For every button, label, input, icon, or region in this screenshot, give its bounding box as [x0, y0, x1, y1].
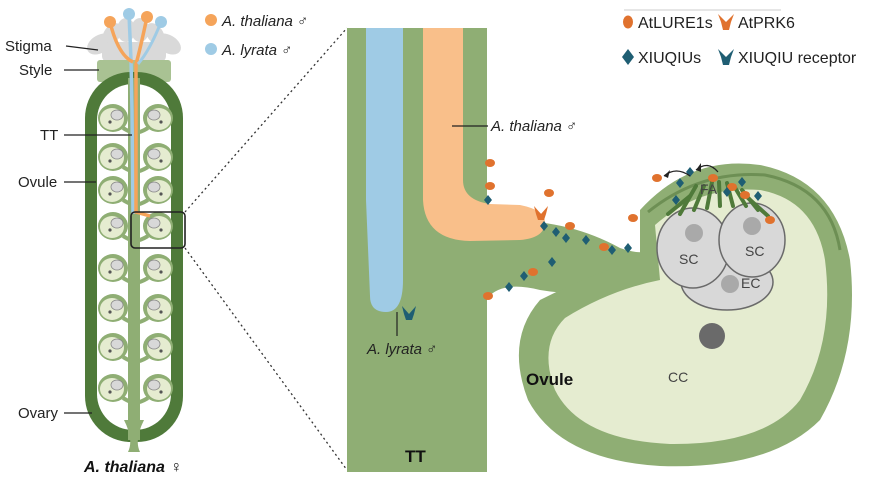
zoom-panel: A. thaliana ♂ A. lyrata ♂ TT Ovule FA SC… — [347, 28, 852, 472]
pistil-ovule — [98, 143, 136, 174]
pistil-ovule — [133, 254, 173, 285]
xiuqiu-peptide — [676, 178, 684, 188]
thaliana-tube-zoom — [423, 28, 545, 241]
thaliana-pollen-grain — [141, 11, 153, 23]
pistil-ovule — [133, 294, 173, 325]
ovary-label: Ovary — [18, 405, 59, 422]
pistil-ovule — [98, 254, 136, 285]
xiuqiu-peptide — [505, 282, 513, 292]
pistil-ovule — [133, 104, 173, 135]
xiuqiu-peptide — [520, 271, 528, 281]
pistil-ovule — [133, 333, 173, 364]
sc-label-left: SC — [679, 251, 698, 267]
style-label: Style — [19, 62, 52, 79]
lure-peptide — [565, 222, 575, 230]
thaliana-tube-label: A. thaliana ♂ — [490, 118, 577, 135]
pistil-ovule — [98, 374, 136, 405]
lyrata-tube-label: A. lyrata ♂ — [366, 341, 437, 358]
xiuqiu-peptide — [754, 191, 762, 201]
pistil-ovule — [98, 294, 136, 325]
xiuqiu-receptor — [402, 306, 416, 320]
sc-nucleus — [685, 224, 703, 242]
tube-legend: A. thaliana ♂ A. lyrata ♂ — [205, 13, 308, 59]
sc-nucleus — [743, 217, 761, 235]
lure-peptide — [708, 174, 718, 182]
xiuqiu-legend-label: XIUQIUs — [638, 50, 701, 67]
receptor-legend-label: XIUQIU receptor — [738, 50, 857, 67]
tt-label: TT — [40, 127, 58, 144]
lure-peptide — [765, 216, 775, 224]
zoom-connector-bottom — [184, 247, 348, 471]
synergid-cell-left — [656, 207, 730, 289]
pistil-ovule — [133, 374, 173, 405]
pistil-ovule — [98, 176, 136, 207]
xiuqiu-peptide — [624, 243, 632, 253]
prk6-legend-label: AtPRK6 — [738, 15, 795, 32]
lyrata-legend-swatch — [205, 43, 217, 55]
thaliana-legend-swatch — [205, 14, 217, 26]
pistil-species-label: A. thaliana ♀ — [83, 459, 181, 476]
xiuqiu-peptide — [672, 195, 680, 205]
molecule-legend: AtLURE1s AtPRK6 XIUQIUs XIUQIU receptor — [622, 9, 857, 67]
zoom-box — [130, 211, 186, 249]
thaliana-pollen-grain — [104, 16, 116, 28]
cc-label: CC — [668, 369, 688, 385]
lyrata-pollen-grain — [123, 8, 135, 20]
tt-zoom-label: TT — [405, 447, 426, 466]
lyrata-tube-pistil — [127, 13, 135, 215]
xiuqiu-legend-icon — [622, 49, 634, 65]
xiuqiu-peptide — [608, 245, 616, 255]
lure-peptide — [727, 183, 737, 191]
synergid-cell-right — [718, 202, 786, 278]
lure-peptide — [740, 191, 750, 199]
xiuqiu-peptide — [484, 195, 492, 205]
pistil-ovule — [133, 212, 173, 243]
lure-peptide — [544, 189, 554, 197]
lure-peptide — [652, 174, 662, 182]
lure-peptide — [485, 182, 495, 190]
ovule-zoom-label: Ovule — [526, 370, 573, 389]
ec-label: EC — [741, 275, 760, 291]
thaliana-legend-label: A. thaliana ♂ — [221, 13, 308, 30]
cc-nucleus — [699, 323, 725, 349]
lure-legend-icon — [623, 15, 633, 29]
xiuqiu-peptide — [548, 257, 556, 267]
prk6-legend-icon — [718, 14, 734, 30]
zoom-connector-top — [184, 27, 348, 213]
pistil: Stigma Style TT Ovule Ovary A. thaliana … — [5, 8, 186, 476]
ec-nucleus — [721, 275, 739, 293]
pistil-ovule — [98, 333, 136, 364]
peptides — [483, 159, 775, 300]
lyrata-pollen-grain — [155, 16, 167, 28]
lyrata-tube-zoom — [366, 28, 403, 312]
xiuqiu-peptide — [582, 235, 590, 245]
fa-label: FA — [700, 181, 718, 197]
pistil-ovule — [133, 176, 173, 207]
stigma-label: Stigma — [5, 38, 52, 55]
lyrata-legend-label: A. lyrata ♂ — [221, 42, 292, 59]
lure-peptide — [485, 159, 495, 167]
xiuqiu-peptide — [562, 233, 570, 243]
stigma-papillae — [87, 18, 181, 62]
receptor-legend-icon — [718, 49, 734, 65]
lure-peptide — [483, 292, 493, 300]
lure-legend-label: AtLURE1s — [638, 15, 713, 32]
ovule-rows — [98, 104, 173, 405]
xiuqiu-peptide — [723, 187, 731, 197]
xiuqiu-peptide — [540, 221, 548, 231]
lure-peptide — [628, 214, 638, 222]
prk6-receptor — [534, 206, 548, 220]
xiuqiu-peptide — [738, 177, 746, 187]
pistil-ovule — [133, 143, 173, 174]
ovule-label: Ovule — [18, 174, 57, 191]
lure-peptide — [599, 243, 609, 251]
sc-label-right: SC — [745, 243, 764, 259]
lure-peptide — [528, 268, 538, 276]
xiuqiu-peptide — [552, 227, 560, 237]
